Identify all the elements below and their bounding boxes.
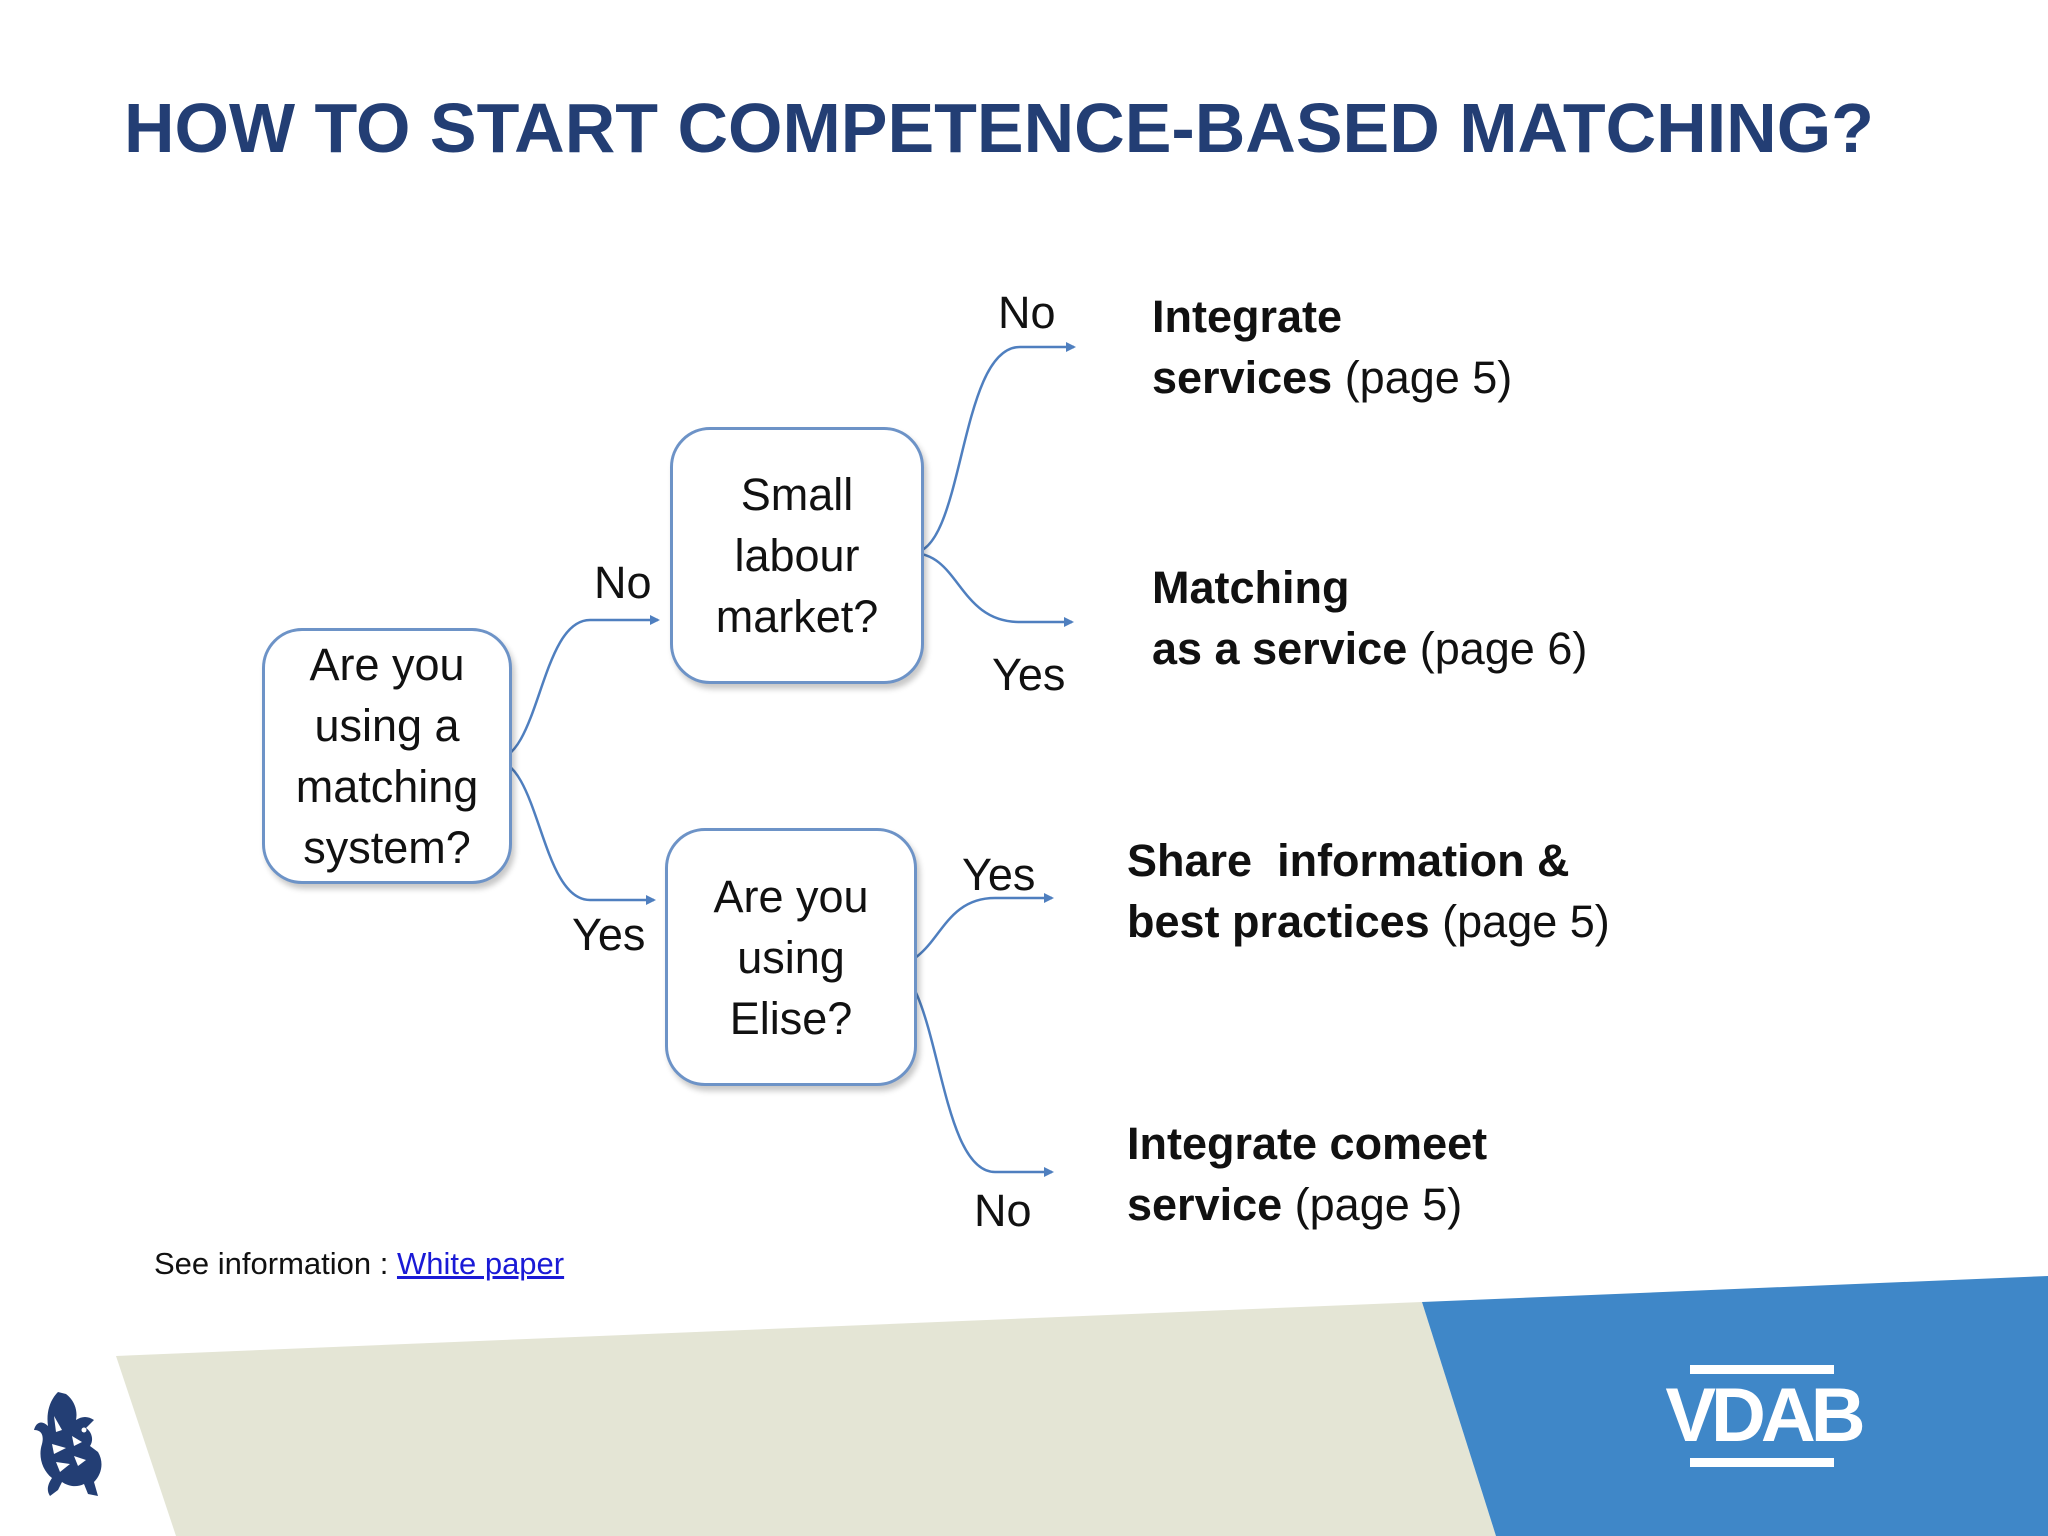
logo-bar-bottom (1690, 1458, 1834, 1467)
logo-bar-top (1690, 1365, 1834, 1374)
node-line: Small (740, 469, 854, 520)
outcome-bold: Integrate comeet (1127, 1118, 1488, 1169)
outcome-page: (page 5) (1429, 896, 1610, 947)
edge-label-small-yes: Yes (992, 649, 1066, 700)
edge-small-no (911, 342, 1076, 555)
node-line: Elise? (729, 992, 853, 1044)
node-line: labour (734, 530, 860, 581)
edge-label-elise-no: No (974, 1185, 1032, 1236)
edge-label-small-no: No (998, 287, 1056, 338)
flemish-lion-icon (34, 1392, 102, 1496)
blue-band (1422, 1276, 2048, 1536)
node-using-elise: Are you using Elise? (665, 828, 917, 1086)
outcome-page: (page 6) (1407, 623, 1588, 674)
node-line: Are you (309, 639, 465, 690)
outcome-bold: services (1152, 352, 1333, 403)
footnote-prefix: See information : (154, 1246, 397, 1281)
outcome-integrate-comeet: Integrate comeet service (page 5) (1127, 1113, 1487, 1235)
logo-text: VDAB (1665, 1373, 1865, 1458)
vdab-logo: VDAB (1656, 1365, 1870, 1467)
outcome-matching-as-a-service: Matching as a service (page 6) (1152, 557, 1587, 679)
outcome-bold: Integrate (1152, 291, 1343, 342)
edge-root-no (493, 615, 660, 762)
node-small-labour-market: Small labour market? (670, 427, 924, 684)
outcome-bold: Matching (1152, 562, 1350, 613)
beige-band (116, 1302, 1496, 1536)
white-paper-link[interactable]: White paper (396, 1246, 565, 1281)
outcome-page: (page 5) (1282, 1179, 1463, 1230)
node-matching-system: Are you using a matching system? (262, 628, 512, 884)
outcome-integrate-services: Integrate services (page 5) (1152, 286, 1512, 408)
edge-label-elise-yes: Yes (962, 849, 1036, 900)
node-line: Are you (713, 870, 869, 922)
outcome-bold: Share information & (1127, 835, 1570, 886)
node-line: using (737, 931, 845, 983)
node-line: system? (303, 822, 471, 873)
node-line: matching (295, 761, 479, 812)
edge-label-root-yes: Yes (572, 909, 646, 960)
outcome-bold: service (1127, 1179, 1283, 1230)
node-line: market? (715, 591, 879, 642)
footnote: See information : White paper (154, 1246, 564, 1282)
slide-title: HOW TO START COMPETENCE-BASED MATCHING? (124, 89, 1874, 167)
outcome-share-information: Share information & best practices (page… (1127, 830, 1610, 952)
edge-label-root-no: No (594, 557, 652, 608)
outcome-bold: as a service (1152, 623, 1408, 674)
edge-small-yes (911, 551, 1074, 627)
edge-root-yes (493, 758, 656, 905)
outcome-bold: best practices (1127, 896, 1430, 947)
node-line: using a (314, 700, 460, 751)
outcome-page: (page 5) (1332, 352, 1513, 403)
